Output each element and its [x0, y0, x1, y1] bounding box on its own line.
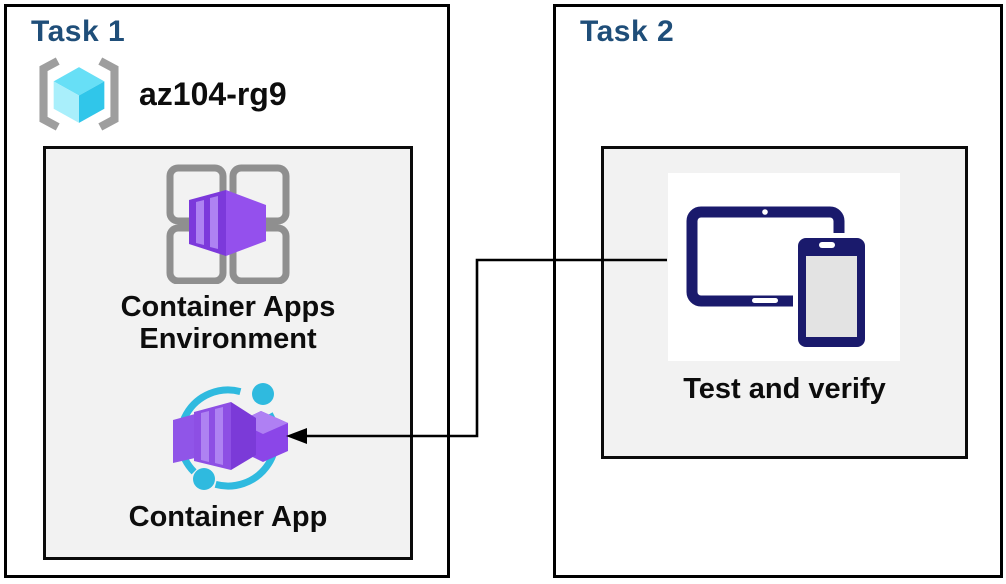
task2-title: Task 2	[580, 15, 675, 48]
task2-inner-box: Test and verify	[601, 146, 968, 459]
devices-icon	[686, 206, 870, 352]
test-and-verify-label: Test and verify	[683, 373, 886, 405]
devices-icon-card	[668, 173, 900, 361]
task2-box: Task 2 Test and verify	[553, 4, 1003, 578]
task1-box: Task 1 az104-rg9	[4, 4, 450, 578]
container-app-label: Container App	[128, 501, 328, 533]
container-app-icon	[173, 383, 288, 490]
resource-group-name: az104-rg9	[139, 75, 287, 112]
task1-title: Task 1	[31, 15, 126, 48]
task1-inner-box: Container Apps Environment Container App	[43, 146, 413, 560]
resource-group-icon	[39, 57, 119, 131]
resource-group: az104-rg9	[35, 57, 287, 131]
container-apps-environment-icon	[166, 164, 290, 284]
environment-label: Container Apps Environment	[120, 291, 336, 356]
